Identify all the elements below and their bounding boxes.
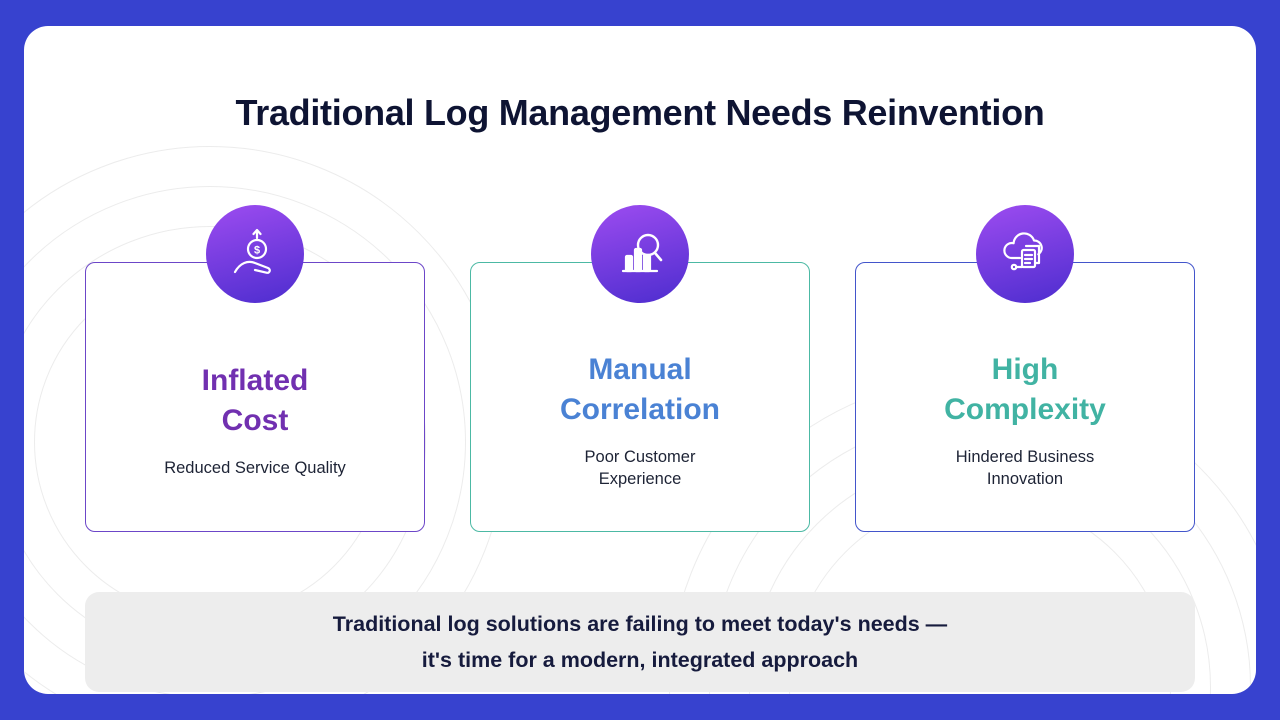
card-title: High Complexity [944, 352, 1106, 426]
card-manual-correlation: Manual Correlation Poor Customer Experie… [470, 205, 810, 532]
card-inflated-cost: $ Inflated Cost Reduced Service Quality [85, 205, 425, 532]
card-subtitle: Hindered Business Innovation [955, 447, 1095, 488]
summary-banner: Traditional log solutions are failing to… [85, 592, 1195, 692]
cloud-documents-icon [976, 205, 1074, 303]
card-subtitle: Poor Customer Experience [584, 447, 696, 488]
card-high-complexity: High Complexity Hindered Business Innova… [855, 205, 1195, 532]
chart-magnifier-icon [591, 205, 689, 303]
card-title: Inflated Cost [201, 363, 309, 437]
svg-text:$: $ [254, 245, 260, 257]
card-title: Manual Correlation [559, 352, 721, 426]
slide-panel: Traditional Log Management Needs Reinven… [24, 26, 1256, 694]
cards-row: $ Inflated Cost Reduced Service Quality [85, 205, 1195, 532]
banner-line-2: it's time for a modern, integrated appro… [421, 648, 859, 672]
hand-coin-growth-icon: $ [206, 205, 304, 303]
banner-line-1: Traditional log solutions are failing to… [332, 611, 948, 636]
card-subtitle: Reduced Service Quality [164, 458, 346, 477]
page-title: Traditional Log Management Needs Reinven… [235, 92, 1045, 133]
